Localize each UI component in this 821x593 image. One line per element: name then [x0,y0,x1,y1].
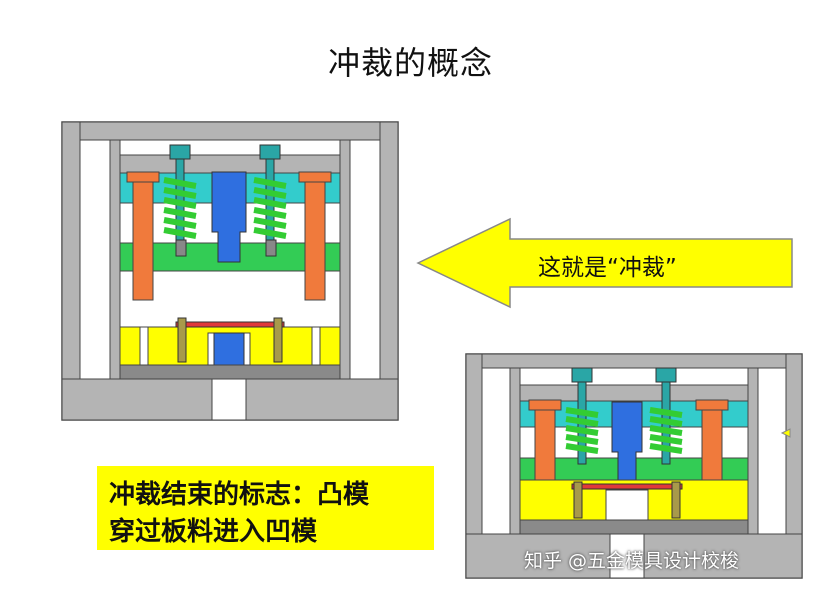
left-pin [132,174,154,301]
die-left-open [61,121,399,421]
upper-holder [119,154,341,174]
left-guide-pillar [79,139,111,421]
pointer-arrow [416,217,793,309]
note-box: 冲裁结束的标志：凸模 穿过板料进入凹模 [97,466,434,550]
sheet-metal [175,321,285,328]
right-guide-pillar [349,139,381,421]
lower-holder [119,364,341,380]
note-line-2: 穿过板料进入凹模 [109,517,318,547]
slide-title: 冲裁的概念 [327,44,493,82]
left-spring [163,144,197,257]
die-right-closed [465,353,803,579]
right-spring [253,144,287,257]
punch [211,171,247,263]
left-outer-post [61,121,81,421]
arrow-label: 这就是“冲裁” [538,255,677,281]
right-pin [304,174,326,301]
note-line-1: 冲裁结束的标志：凸模 [109,480,370,510]
top-plate [61,121,399,141]
right-outer-post [379,121,399,421]
watermark: 知乎 @五金模具设计校梭 [524,550,740,572]
